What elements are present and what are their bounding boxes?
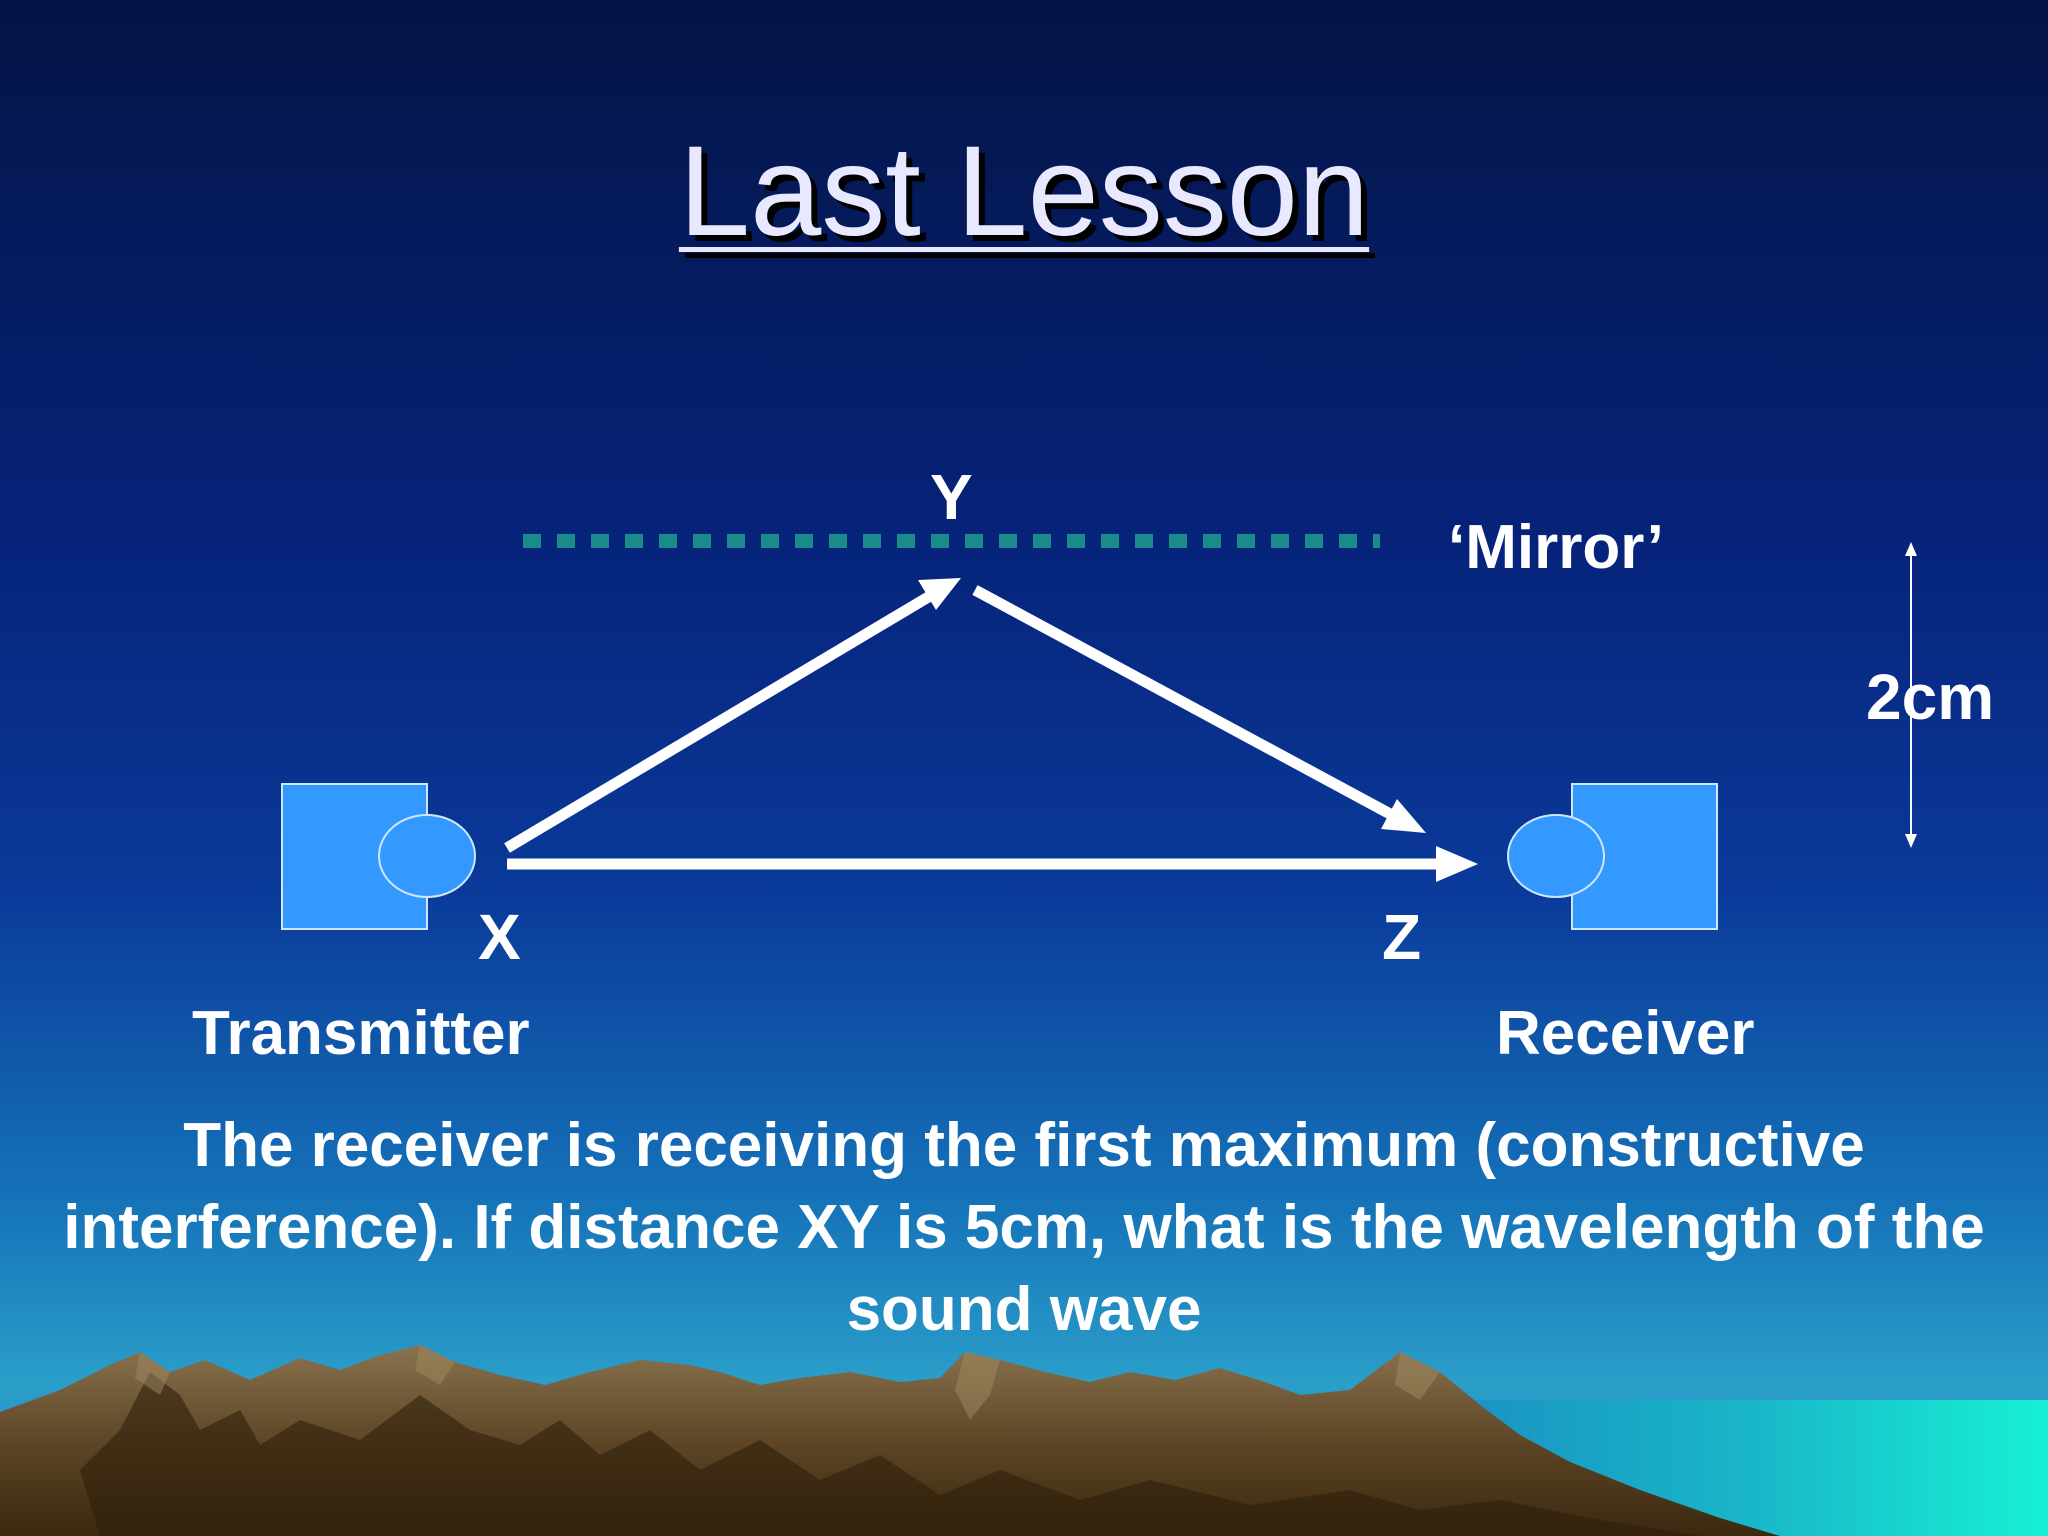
distance-marker-bottom-arrowhead <box>1905 834 1917 848</box>
receiver-device <box>1507 783 1718 930</box>
label-distance: 2cm <box>1866 661 1995 733</box>
path-y-to-z-arrow <box>972 585 1395 820</box>
label-transmitter: Transmitter <box>192 999 530 1068</box>
label-receiver: Receiver <box>1496 999 1755 1068</box>
transmitter-speaker <box>378 814 476 898</box>
direct-path-arrowhead <box>1436 846 1478 882</box>
mountain-shadow <box>80 1372 1700 1536</box>
path-x-to-y-arrow <box>504 591 933 853</box>
transmitter-device <box>281 783 476 930</box>
label-z: Z <box>1382 901 1422 973</box>
distance-marker-top-arrowhead <box>1905 542 1917 556</box>
path-y-to-z-arrowhead <box>1381 799 1426 833</box>
question-text: The receiver is receiving the first maxi… <box>63 1111 1985 1344</box>
slide-title: Last Lesson <box>678 120 1370 263</box>
label-mirror: ‘Mirror’ <box>1448 513 1664 582</box>
path-x-to-y-arrowhead <box>918 578 961 610</box>
receiver-microphone <box>1507 814 1605 898</box>
label-y: Y <box>930 461 973 533</box>
label-x: X <box>478 901 521 973</box>
